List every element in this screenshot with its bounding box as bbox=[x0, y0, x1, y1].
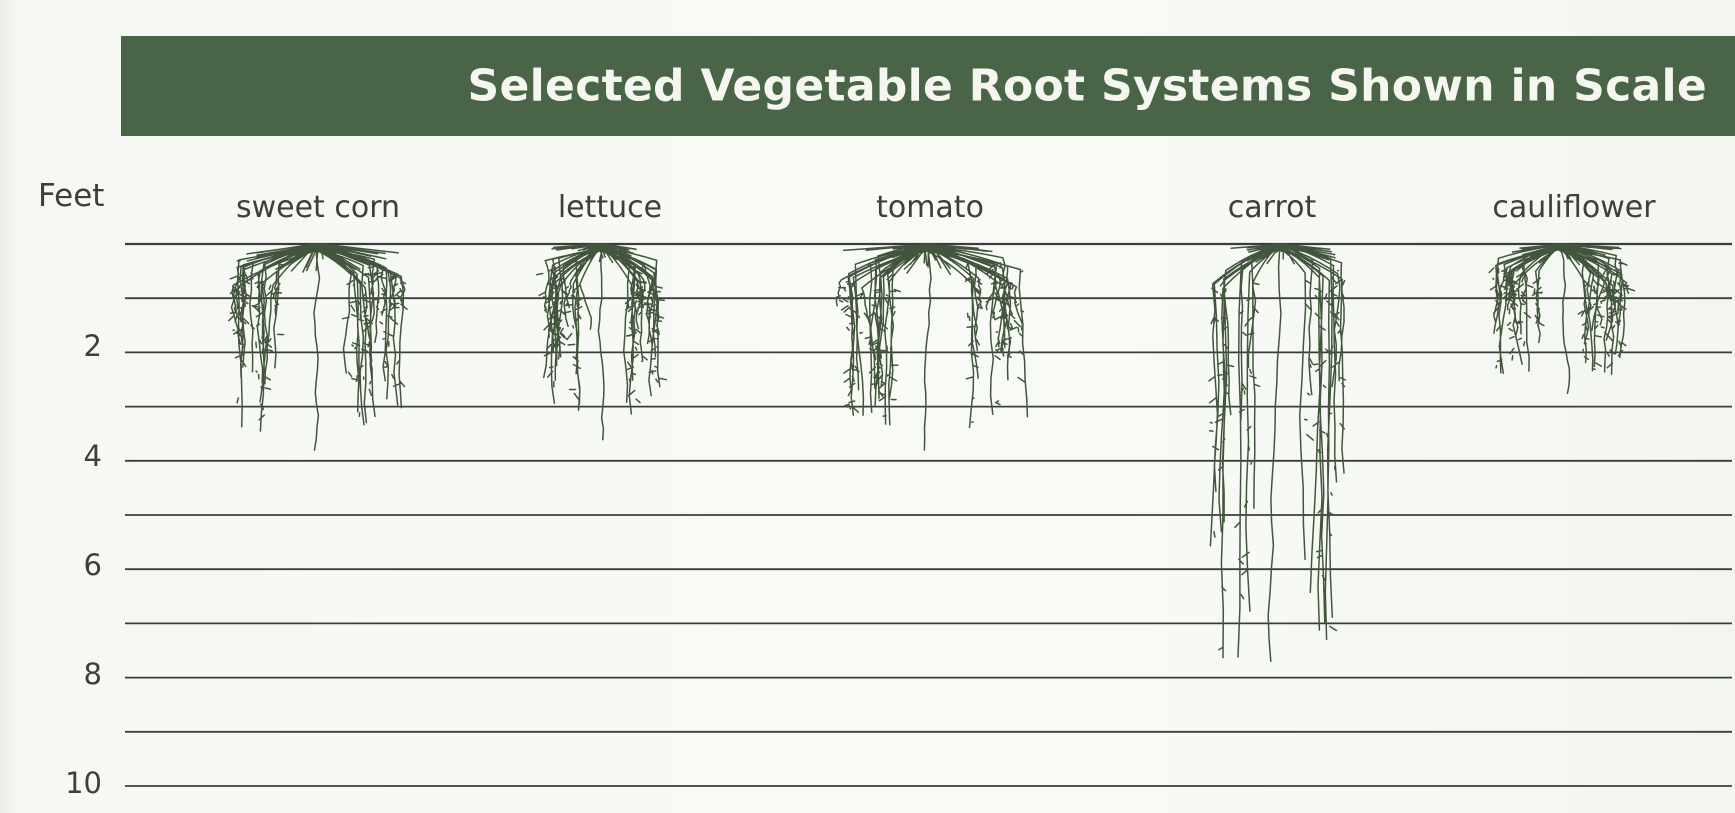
root-system-cauliflower bbox=[1489, 244, 1634, 393]
root-drawing-lettuce bbox=[537, 244, 667, 440]
root-drawing-carrot bbox=[1209, 244, 1345, 661]
root-systems bbox=[229, 244, 1635, 661]
root-drawing-cauliflower bbox=[1489, 244, 1634, 393]
root-drawing-sweet-corn bbox=[229, 244, 407, 450]
root-system-lettuce bbox=[537, 244, 667, 440]
root-system-sweet-corn bbox=[229, 244, 407, 450]
root-drawing-tomato bbox=[833, 244, 1027, 450]
root-system-tomato bbox=[833, 244, 1027, 450]
root-system-carrot bbox=[1209, 244, 1345, 661]
